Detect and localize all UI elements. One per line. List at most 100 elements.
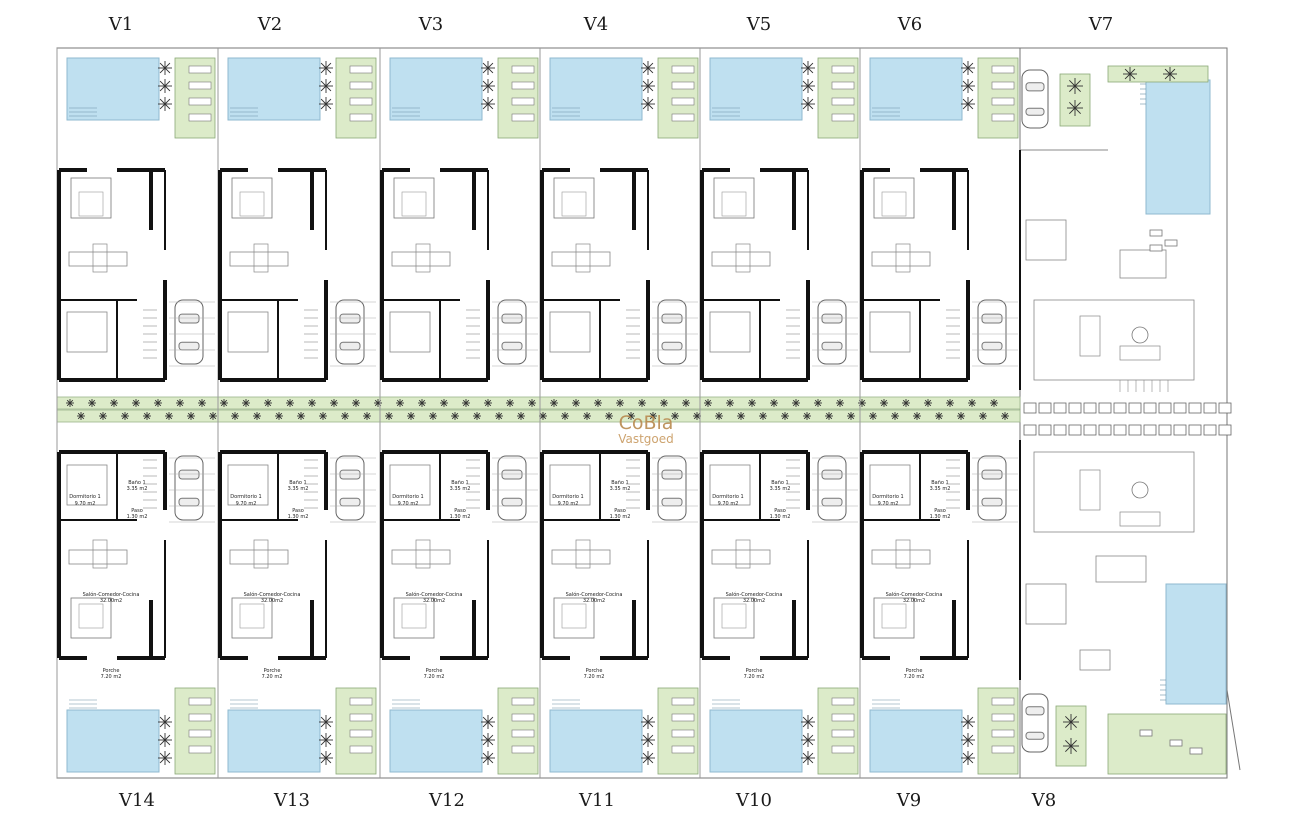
villa-label-v11: V11 bbox=[579, 790, 615, 811]
palm-tree-icon bbox=[158, 751, 172, 765]
room-label-dormitorio: Dormitorio 1 bbox=[712, 494, 743, 500]
car-icon bbox=[174, 299, 204, 365]
sun-lounger bbox=[1149, 229, 1163, 237]
kitchen-counter bbox=[391, 251, 451, 267]
villa-label-v14: V14 bbox=[119, 790, 155, 811]
paving-block bbox=[1128, 402, 1142, 414]
room-label-area: 32.00m2 bbox=[261, 598, 283, 604]
pool-top bbox=[869, 57, 963, 121]
car-icon bbox=[817, 299, 847, 365]
room-label-area: 1.30 m2 bbox=[930, 514, 951, 520]
palm-tree-icon bbox=[935, 412, 943, 420]
paving-block bbox=[1023, 424, 1037, 436]
palm-tree-icon bbox=[836, 399, 844, 407]
room-label-area: 1.30 m2 bbox=[450, 514, 471, 520]
room-label-area: 3.35 m2 bbox=[930, 486, 951, 492]
stepping-stone bbox=[511, 713, 535, 722]
palm-tree-icon bbox=[801, 61, 815, 75]
palm-tree-icon bbox=[253, 412, 261, 420]
sofa bbox=[873, 597, 915, 639]
paving-block bbox=[1098, 402, 1112, 414]
paving-block bbox=[1188, 424, 1202, 436]
room-label-area: 3.35 m2 bbox=[127, 486, 148, 492]
kitchen-counter bbox=[711, 549, 771, 565]
palm-tree-icon bbox=[913, 412, 921, 420]
palm-tree-icon bbox=[198, 399, 206, 407]
palm-tree-icon bbox=[1063, 738, 1079, 754]
room-label-area: 1.30 m2 bbox=[770, 514, 791, 520]
pool-bottom bbox=[549, 709, 643, 773]
car-icon bbox=[497, 455, 527, 521]
sofa bbox=[1119, 511, 1161, 527]
palm-tree-icon bbox=[440, 399, 448, 407]
stepping-stone bbox=[188, 65, 212, 74]
kitchen-counter bbox=[68, 251, 128, 267]
car-icon bbox=[335, 299, 365, 365]
stepping-stone bbox=[511, 729, 535, 738]
palm-tree-icon bbox=[481, 715, 495, 729]
island bbox=[415, 539, 431, 569]
stepping-stone bbox=[188, 697, 212, 706]
island bbox=[92, 539, 108, 569]
palm-tree-icon bbox=[869, 412, 877, 420]
pool-v7 bbox=[1145, 79, 1211, 215]
table bbox=[78, 191, 104, 217]
palm-tree-icon bbox=[961, 751, 975, 765]
palm-tree-icon bbox=[961, 61, 975, 75]
car-icon bbox=[657, 455, 687, 521]
bed bbox=[389, 464, 431, 506]
island bbox=[895, 243, 911, 273]
paving-block bbox=[1038, 424, 1052, 436]
sofa bbox=[713, 177, 755, 219]
stepping-stone bbox=[671, 65, 695, 74]
palm-tree-icon bbox=[176, 399, 184, 407]
palm-tree-icon bbox=[418, 399, 426, 407]
room-label-paso: Paso bbox=[131, 508, 143, 514]
palm-tree-icon bbox=[924, 399, 932, 407]
stepping-stone bbox=[831, 81, 855, 90]
stepping-stone bbox=[349, 65, 373, 74]
paving-block bbox=[1218, 424, 1232, 436]
palm-tree-icon bbox=[801, 751, 815, 765]
stepping-stone bbox=[349, 697, 373, 706]
room-label-salon: Salón-Comedor-Cocina bbox=[83, 591, 140, 598]
island bbox=[735, 539, 751, 569]
palm-tree-icon bbox=[220, 399, 228, 407]
palm-tree-icon bbox=[77, 412, 85, 420]
villa-label-v10: V10 bbox=[736, 790, 772, 811]
island bbox=[253, 539, 269, 569]
table bbox=[401, 191, 427, 217]
room-label-area: 32.00m2 bbox=[423, 598, 445, 604]
room-label-area: 9.70 m2 bbox=[718, 501, 739, 507]
palm-tree-icon bbox=[462, 399, 470, 407]
palm-tree-icon bbox=[330, 399, 338, 407]
car-icon bbox=[977, 299, 1007, 365]
car-icon bbox=[657, 299, 687, 365]
watermark-logo: CoBla Vastgoed bbox=[606, 395, 686, 451]
sofa bbox=[70, 177, 112, 219]
palm-tree-icon bbox=[495, 412, 503, 420]
palm-tree-icon bbox=[231, 412, 239, 420]
room-label-paso: Paso bbox=[454, 508, 466, 514]
room-label-area: 32.00m2 bbox=[583, 598, 605, 604]
paving-block bbox=[1113, 424, 1127, 436]
car-icon bbox=[174, 455, 204, 521]
stepping-stone bbox=[188, 745, 212, 754]
bed bbox=[709, 311, 751, 353]
logo-brand: CoBla bbox=[618, 412, 674, 434]
room-label-bano: Baño 1 bbox=[128, 480, 146, 486]
room-label-paso: Paso bbox=[774, 508, 786, 514]
palm-tree-icon bbox=[158, 715, 172, 729]
room-label-porche: Porche bbox=[103, 668, 120, 674]
pool-bottom bbox=[227, 709, 321, 773]
stepping-stone bbox=[991, 713, 1015, 722]
sun-lounger bbox=[1149, 244, 1163, 252]
sun-lounger bbox=[1189, 747, 1203, 755]
sofa bbox=[553, 597, 595, 639]
palm-tree-icon bbox=[308, 399, 316, 407]
stepping-stone bbox=[991, 97, 1015, 106]
room-label-area: 3.35 m2 bbox=[610, 486, 631, 492]
island bbox=[92, 243, 108, 273]
palm-tree-icon bbox=[961, 715, 975, 729]
island bbox=[735, 243, 751, 273]
